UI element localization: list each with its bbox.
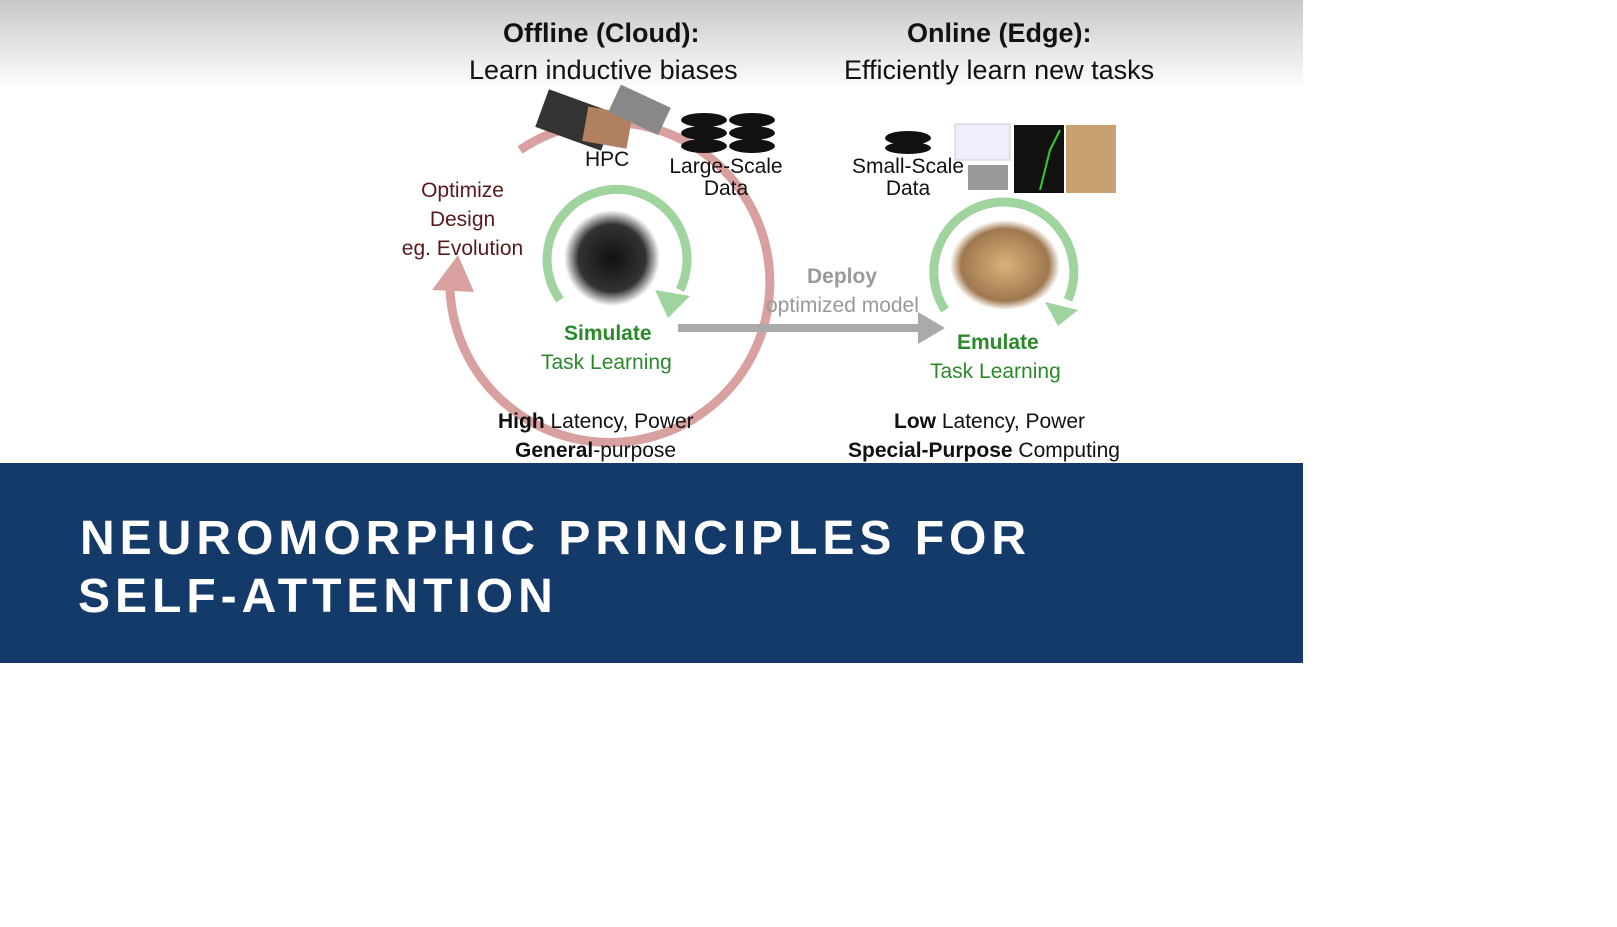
diagram-graphics bbox=[432, 84, 1116, 447]
banner-title-line1: NEUROMORPHIC PRINCIPLES FOR bbox=[80, 512, 1032, 565]
simulate-cycle-arrow bbox=[542, 184, 692, 303]
right-footer-line2: Special-Purpose Computing bbox=[848, 439, 1120, 462]
chip-image bbox=[950, 220, 1060, 310]
title-banner: NEUROMORPHIC PRINCIPLES FOR SELF-ATTENTI… bbox=[0, 463, 1303, 663]
hpc-image bbox=[535, 84, 671, 151]
optimize-label: Optimize Design eg. Evolution bbox=[401, 179, 524, 260]
deploy-label: Deploy bbox=[807, 265, 878, 288]
simulate-arrowhead bbox=[655, 290, 690, 318]
right-footer-line1: Low Latency, Power bbox=[894, 410, 1086, 433]
top-fade bbox=[0, 0, 1303, 90]
signal-plot-image bbox=[954, 123, 1011, 161]
emulate-arrowhead bbox=[1045, 302, 1078, 326]
simulate-label: Simulate bbox=[564, 322, 652, 345]
deploy-arrowhead bbox=[918, 312, 945, 344]
deploy-sublabel: optimized model bbox=[766, 294, 919, 317]
emulate-sublabel: Task Learning bbox=[930, 360, 1061, 383]
left-footer-line1: High Latency, Power bbox=[498, 410, 694, 433]
robot-arm-image bbox=[1066, 125, 1116, 193]
simulate-sublabel: Task Learning bbox=[541, 351, 672, 374]
online-subtitle: Efficiently learn new tasks bbox=[844, 55, 1155, 85]
emulate-label: Emulate bbox=[957, 331, 1039, 354]
banner-title-line2: SELF-ATTENTION bbox=[78, 570, 558, 623]
offline-subtitle: Learn inductive biases bbox=[469, 55, 738, 85]
left-footer-line2: General-purpose bbox=[515, 439, 677, 462]
video-frame[interactable]: Offline (Cloud): Learn inductive biases … bbox=[0, 0, 1303, 663]
hpc-label: HPC bbox=[585, 148, 630, 171]
trajectory-image bbox=[1014, 125, 1064, 193]
outer-cycle-arrowhead bbox=[432, 255, 474, 292]
emulate-cycle-arrow bbox=[929, 197, 1079, 313]
offline-title: Offline (Cloud): bbox=[503, 18, 700, 48]
robot-image bbox=[968, 165, 1008, 190]
online-title: Online (Edge): bbox=[907, 18, 1092, 48]
database-icons bbox=[681, 113, 931, 154]
network-image bbox=[564, 210, 660, 306]
